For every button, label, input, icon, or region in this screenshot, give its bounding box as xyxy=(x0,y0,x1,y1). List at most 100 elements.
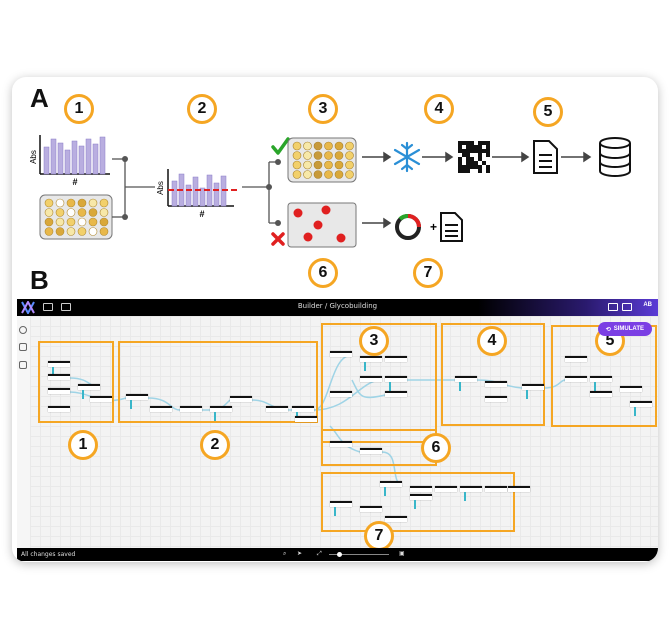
zoom-slider-thumb[interactable] xyxy=(337,552,342,557)
bar-chart-1 xyxy=(39,135,110,175)
node-port[interactable] xyxy=(414,500,416,509)
workflow-node[interactable] xyxy=(48,406,70,412)
node-port[interactable] xyxy=(464,492,466,501)
breadcrumb[interactable]: Builder / Glycobuilding xyxy=(297,302,378,310)
fit-icon[interactable]: ⤢ xyxy=(317,550,322,557)
workflow-node[interactable] xyxy=(150,406,172,412)
workflow-canvas[interactable]: 1 2 3 4 5 6 7 xyxy=(30,316,658,551)
node-port[interactable] xyxy=(364,362,366,371)
workflow-node[interactable] xyxy=(90,396,112,402)
workflow-node[interactable] xyxy=(485,381,507,387)
node-port[interactable] xyxy=(384,487,386,496)
workflow-node[interactable] xyxy=(330,441,352,447)
minimap-icon[interactable]: ▣ xyxy=(399,550,405,557)
panel-a-diagram: Abs # Abs # xyxy=(29,135,631,248)
workflow-node[interactable] xyxy=(330,351,352,357)
node-port[interactable] xyxy=(459,382,461,391)
panel-b-label: B xyxy=(30,265,49,295)
workflow-node[interactable] xyxy=(565,376,587,382)
workflow-node[interactable] xyxy=(508,486,530,492)
well-plate-3 xyxy=(287,137,357,183)
node-port[interactable] xyxy=(130,400,132,409)
workflow-node[interactable] xyxy=(385,376,407,382)
globe-icon[interactable] xyxy=(19,326,27,334)
node-port[interactable] xyxy=(334,507,336,516)
step-badge-6: 6 xyxy=(308,258,338,288)
workflow-node[interactable] xyxy=(230,396,252,402)
workflow-node[interactable] xyxy=(385,356,407,362)
document-icon-2 xyxy=(440,212,463,242)
hash-axis-label-1: # xyxy=(72,177,77,187)
pointer-icon[interactable]: ➤ xyxy=(297,550,303,557)
view-toggle-icon[interactable] xyxy=(43,303,53,311)
group-box-4 xyxy=(441,323,545,426)
simulate-label: SIMULATE xyxy=(613,326,644,332)
step-badge-5: 5 xyxy=(533,97,563,127)
workflow-node[interactable] xyxy=(48,388,70,394)
workflow-node[interactable] xyxy=(126,394,148,400)
workflow-node[interactable] xyxy=(180,406,202,412)
workflow-node[interactable] xyxy=(295,416,317,422)
node-port[interactable] xyxy=(634,407,636,416)
node-port[interactable] xyxy=(594,382,596,391)
workflow-node[interactable] xyxy=(565,356,587,362)
workflow-node[interactable] xyxy=(360,506,382,512)
zoom-search-icon[interactable]: ⌕ xyxy=(283,550,287,557)
workflow-node[interactable] xyxy=(410,494,432,500)
connection-wire xyxy=(329,425,361,453)
workflow-node[interactable] xyxy=(48,374,70,380)
group-box-1 xyxy=(38,341,114,423)
workflow-node[interactable] xyxy=(266,406,288,412)
workflow-node[interactable] xyxy=(485,396,507,402)
book-icon[interactable] xyxy=(608,303,618,311)
document-menu-icon[interactable] xyxy=(61,303,71,311)
workflow-node[interactable] xyxy=(485,486,507,492)
workflow-node[interactable] xyxy=(360,376,382,382)
document-icon xyxy=(533,140,558,174)
workflow-node[interactable] xyxy=(385,391,407,397)
node-port[interactable] xyxy=(82,390,84,399)
panel-a-label: A xyxy=(30,83,49,113)
zoom-slider[interactable] xyxy=(329,554,389,555)
workflow-node[interactable] xyxy=(78,384,100,390)
workflow-node[interactable] xyxy=(460,486,482,492)
workflow-node[interactable] xyxy=(455,376,477,382)
step-badge-2: 2 xyxy=(187,94,217,124)
workflow-node[interactable] xyxy=(410,486,432,492)
cross-icon xyxy=(271,232,285,246)
snowflake-icon xyxy=(393,141,421,173)
workflow-node[interactable] xyxy=(620,386,642,392)
well-plate-6 xyxy=(287,202,357,248)
user-avatar[interactable]: AB xyxy=(643,302,652,308)
workflow-node[interactable] xyxy=(48,361,70,367)
node-port[interactable] xyxy=(214,412,216,421)
library-icon[interactable] xyxy=(19,361,27,369)
simulate-button[interactable]: ⟲ SIMULATE xyxy=(597,322,652,336)
workflow-node[interactable] xyxy=(330,391,352,397)
abs-axis-label-2: Abs xyxy=(156,181,165,195)
figure-card: A 1 2 3 4 5 6 7 Abs # xyxy=(12,77,658,562)
node-port[interactable] xyxy=(52,367,54,376)
window-icon[interactable] xyxy=(19,343,27,351)
canvas-badge-4: 4 xyxy=(477,326,507,356)
workflow-node[interactable] xyxy=(360,448,382,454)
node-port[interactable] xyxy=(389,382,391,391)
workflow-node[interactable] xyxy=(522,384,544,390)
workflow-node[interactable] xyxy=(435,486,457,492)
app-logo-icon xyxy=(21,301,35,314)
grid-icon[interactable] xyxy=(622,303,632,311)
workflow-node[interactable] xyxy=(630,401,652,407)
workflow-node[interactable] xyxy=(380,481,402,487)
builder-app-window: Builder / Glycobuilding AB 1 2 3 4 5 xyxy=(17,299,658,561)
save-status: All changes saved xyxy=(21,551,76,558)
connection-wire xyxy=(351,379,386,399)
workflow-node[interactable] xyxy=(210,406,232,412)
workflow-node[interactable] xyxy=(360,356,382,362)
workflow-node[interactable] xyxy=(590,391,612,397)
workflow-node[interactable] xyxy=(330,501,352,507)
workflow-node[interactable] xyxy=(590,376,612,382)
node-port[interactable] xyxy=(526,390,528,399)
workflow-node[interactable] xyxy=(385,516,407,522)
workflow-node[interactable] xyxy=(292,406,314,412)
simulate-icon: ⟲ xyxy=(605,326,611,333)
